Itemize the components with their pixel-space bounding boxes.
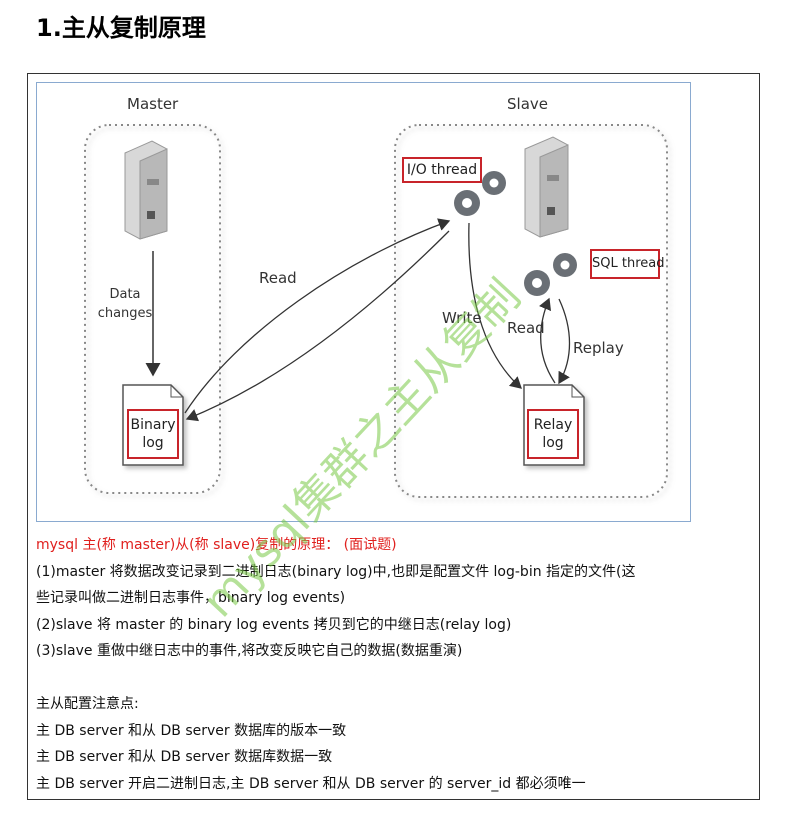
io-thread-label: I/O thread bbox=[402, 157, 482, 183]
master-server-icon bbox=[124, 140, 168, 240]
data-changes-label: Data changes bbox=[95, 285, 155, 323]
binary-log-label: Binary log bbox=[127, 409, 179, 459]
replication-diagram: Master Slave Data changes Binary log Rel… bbox=[36, 82, 691, 522]
replay-arrow bbox=[558, 298, 571, 385]
note-3: 主 DB server 开启二进制日志,主 DB server 和从 DB se… bbox=[36, 775, 586, 792]
replay-label: Replay bbox=[573, 339, 624, 357]
notes-title: 主从配置注意点: bbox=[36, 696, 139, 712]
step-1-line-a: (1)master 将数据改变记录到二进制日志(binary log)中,也即是… bbox=[36, 563, 636, 580]
principle-title: mysql 主(称 master)从(称 slave)复制的原理： (面试题) bbox=[36, 537, 397, 553]
write-label: Write bbox=[442, 309, 482, 327]
master-container bbox=[84, 124, 221, 494]
binary-log-line1: Binary bbox=[130, 417, 176, 433]
sql-thread-gears-icon bbox=[524, 253, 577, 296]
step-2: (2)slave 将 master 的 binary log events 拷贝… bbox=[36, 616, 512, 633]
relay-log-line1: Relay bbox=[533, 417, 573, 433]
sql-read-arrow bbox=[539, 297, 556, 384]
content-frame bbox=[27, 73, 760, 800]
relay-log-label: Relay log bbox=[527, 409, 579, 459]
write-arrow bbox=[468, 222, 522, 389]
relay-log-line2: log bbox=[542, 435, 564, 451]
slave-server-icon bbox=[524, 136, 569, 238]
explanation-text: mysql 主(称 master)从(称 slave)复制的原理： (面试题) … bbox=[36, 532, 756, 797]
note-1: 主 DB server 和从 DB server 数据库的版本一致 bbox=[36, 722, 347, 739]
sql-thread-label: SQL thread bbox=[590, 249, 664, 279]
io-thread-gears-icon bbox=[454, 171, 506, 216]
read-request-arrow bbox=[184, 218, 451, 414]
data-changes-line2: changes bbox=[97, 306, 153, 321]
master-title: Master bbox=[127, 95, 179, 113]
data-changes-line1: Data bbox=[109, 287, 141, 302]
slave-title: Slave bbox=[507, 95, 548, 113]
step-1-line-b: 些记录叫做二进制日志事件，binary log events) bbox=[36, 590, 346, 606]
spacer bbox=[36, 665, 756, 692]
binary-log-line2: log bbox=[142, 435, 164, 451]
read-response-arrow bbox=[185, 230, 450, 422]
note-2: 主 DB server 和从 DB server 数据库数据一致 bbox=[36, 749, 333, 765]
step-3: (3)slave 重做中继日志中的事件,将改变反映它自己的数据(数据重演) bbox=[36, 643, 463, 659]
page-heading: 1.主从复制原理 bbox=[36, 14, 206, 42]
read-right-label: Read bbox=[507, 319, 545, 337]
read-left-label: Read bbox=[259, 269, 297, 287]
